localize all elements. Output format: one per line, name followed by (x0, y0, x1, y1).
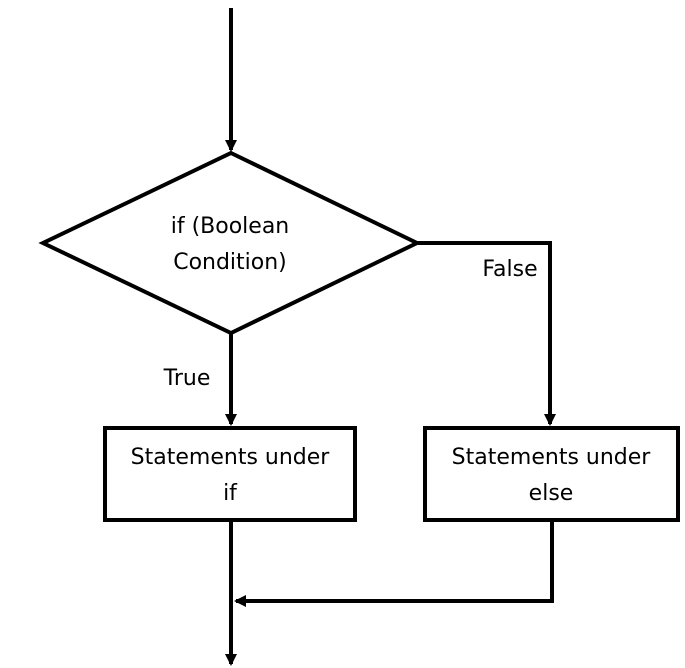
if-box-text-line1: Statements under (131, 445, 331, 470)
else-box-text-line2: else (529, 481, 574, 506)
false-branch-arrow (417, 241, 556, 426)
if-box-text-line2: if (223, 481, 238, 506)
if-statements-box (103, 426, 357, 522)
false-label: False (482, 257, 537, 282)
true-label: True (163, 366, 211, 391)
else-box-text-line1: Statements under (452, 445, 652, 470)
else-merge-arrow (234, 520, 554, 607)
decision-diamond (38, 150, 422, 336)
decision-text-line1: if (Boolean (171, 214, 290, 239)
decision-text-line2: Condition) (173, 250, 287, 275)
else-statements-box (423, 426, 680, 522)
